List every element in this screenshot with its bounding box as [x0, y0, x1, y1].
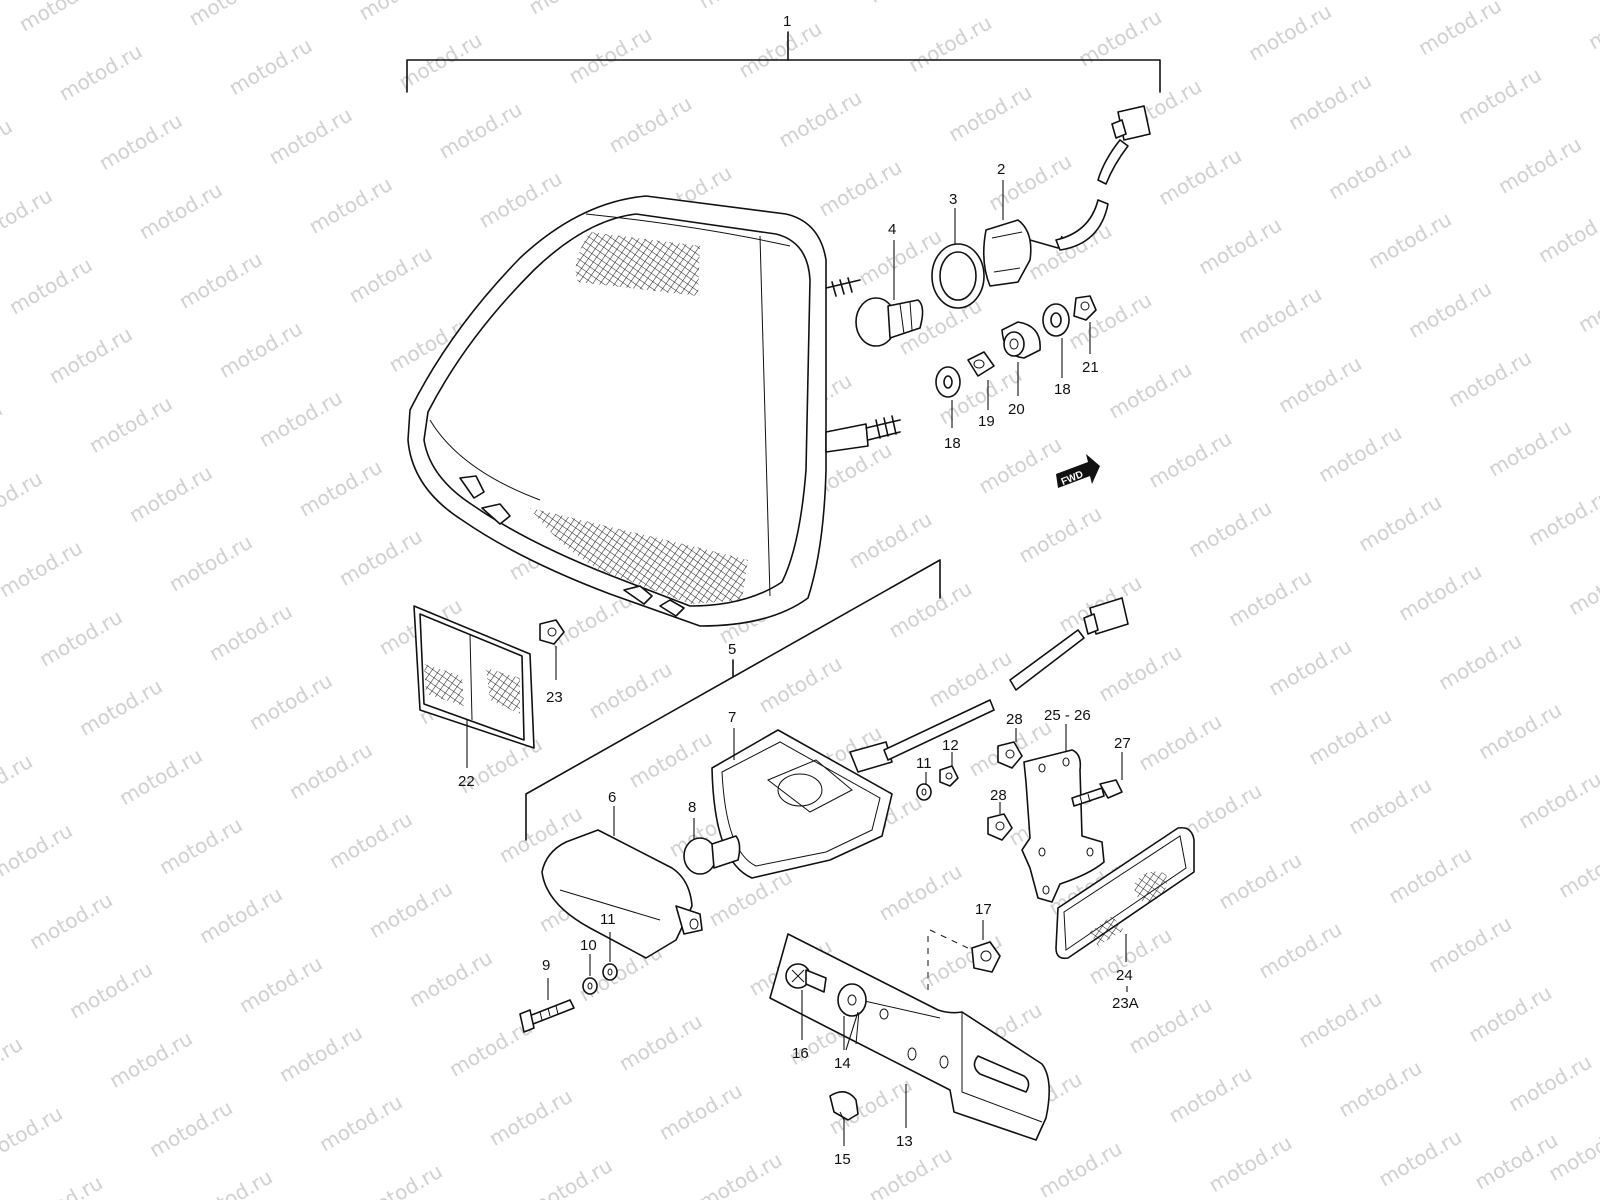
side-reflector-part-24 — [1055, 826, 1195, 960]
bulb-part-8 — [683, 835, 741, 875]
callout-14: 14 — [834, 1055, 851, 1072]
callout-13: 13 — [896, 1133, 913, 1150]
callout-28-upper: 28 — [1006, 711, 1023, 728]
grommet-part-20 — [1001, 321, 1041, 359]
washer-part-18-lower — [935, 366, 961, 398]
nut-part-23 — [539, 619, 565, 645]
callout-25-26: 25 - 26 — [1044, 707, 1091, 724]
socket-part-2 — [982, 105, 1151, 287]
nut-part-12 — [939, 765, 959, 787]
collar-part-14 — [837, 983, 867, 1017]
callout-9: 9 — [542, 957, 550, 974]
nut-part-28-lower — [987, 813, 1013, 841]
callout-12: 12 — [942, 737, 959, 754]
callout-18-upper: 18 — [1054, 381, 1071, 398]
callout-21: 21 — [1082, 359, 1099, 376]
callout-27: 27 — [1114, 735, 1131, 752]
callout-16: 16 — [792, 1045, 809, 1062]
bolt-part-27 — [1071, 779, 1123, 807]
bracket-part-25-26 — [1021, 749, 1105, 903]
tail-lamp-housing — [407, 195, 901, 627]
bolt-part-16 — [785, 963, 827, 993]
bulb-part-4 — [855, 297, 924, 347]
assembly-bracket-5 — [525, 559, 941, 841]
callout-10: 10 — [580, 937, 597, 954]
callout-7: 7 — [728, 709, 736, 726]
callout-11-lower: 11 — [600, 911, 616, 928]
callout-28-lower: 28 — [990, 787, 1007, 804]
callout-4: 4 — [888, 221, 896, 238]
callout-23a: 23A — [1112, 995, 1139, 1012]
callout-18-lower: 18 — [944, 435, 961, 452]
callout-1: 1 — [783, 13, 791, 30]
washer-part-18-upper — [1042, 303, 1070, 337]
callout-5: 5 — [728, 641, 736, 658]
screw-part-9 — [519, 999, 575, 1033]
license-lamp-base-part-7 — [711, 597, 1129, 879]
callout-19: 19 — [978, 413, 995, 430]
callout-15: 15 — [834, 1151, 851, 1168]
clip-part-15 — [829, 1091, 859, 1121]
nut-part-21 — [1073, 295, 1097, 321]
callout-23: 23 — [546, 689, 563, 706]
washer-part-10 — [582, 977, 598, 995]
callout-2: 2 — [997, 161, 1005, 178]
nut-part-17 — [971, 941, 1001, 973]
assembly-bracket-1 — [406, 31, 1161, 93]
callout-20: 20 — [1008, 401, 1025, 418]
nut-part-11-upper — [916, 783, 932, 801]
gasket-part-3 — [931, 243, 985, 309]
nut-part-28-upper — [997, 741, 1023, 769]
callout-8: 8 — [688, 799, 696, 816]
callout-17: 17 — [975, 901, 992, 918]
collar-part-19 — [967, 351, 995, 377]
license-plate-bracket-part-13 — [769, 933, 1050, 1141]
callout-3: 3 — [949, 191, 957, 208]
license-lamp-lens-part-6 — [541, 829, 703, 959]
callout-11-upper: 11 — [916, 755, 932, 772]
callout-6: 6 — [608, 789, 616, 806]
callout-24: 24 — [1116, 967, 1133, 984]
reflector-part-22 — [413, 605, 535, 749]
callout-22: 22 — [458, 773, 475, 790]
nut-part-11-lower — [602, 963, 618, 981]
